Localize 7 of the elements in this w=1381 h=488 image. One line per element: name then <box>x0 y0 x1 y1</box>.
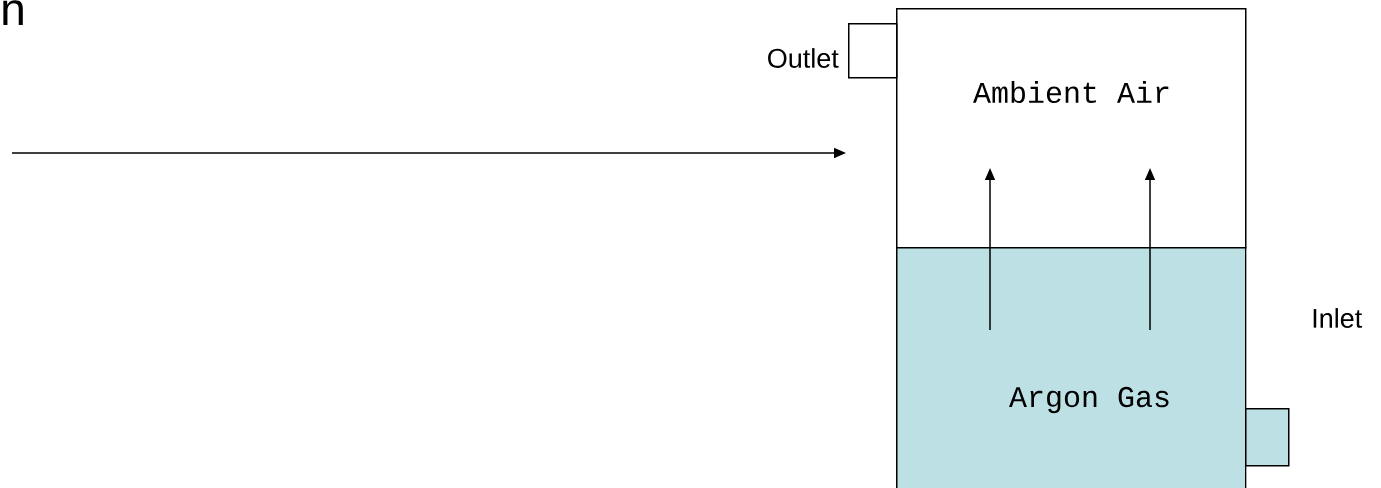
port-label: Outlet <box>768 48 839 68</box>
tank-section: Ambient Air <box>896 8 1247 249</box>
outlet-port <box>848 23 898 79</box>
inlet-port <box>1245 408 1290 467</box>
tank-section: Argon Gas <box>896 247 1247 488</box>
heading-fragment: n <box>3 0 23 25</box>
port-label: Inlet <box>1313 308 1363 328</box>
